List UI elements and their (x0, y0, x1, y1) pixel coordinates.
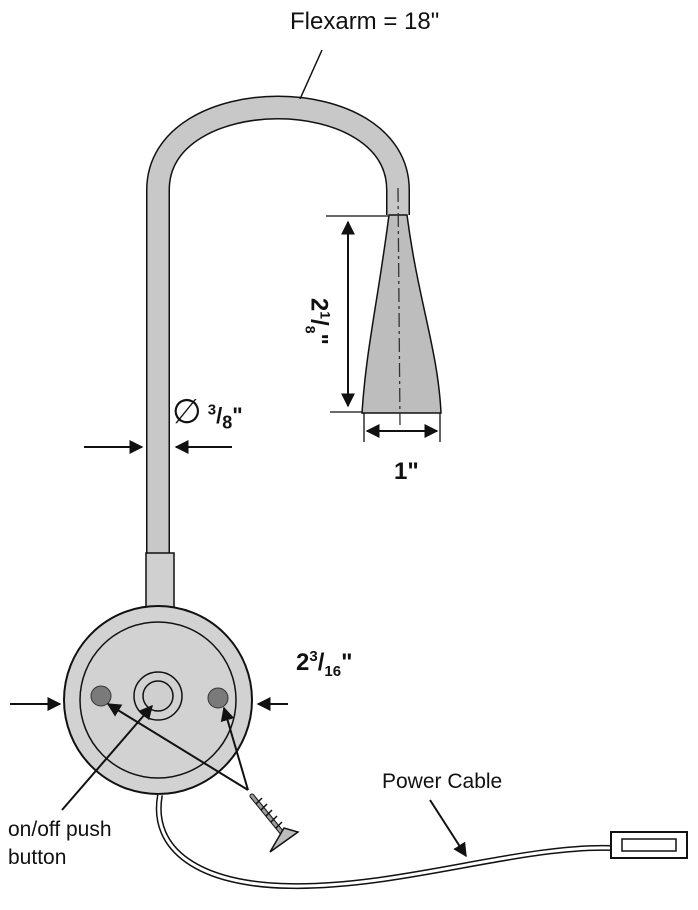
power-cable-label: Power Cable (382, 770, 503, 793)
arm-diameter-num: 3 (207, 401, 217, 419)
arm-diameter-label: ∅ 3/8" (172, 393, 243, 433)
switch-leader-to-button (61, 704, 153, 811)
flexarm-tube (146, 95, 410, 560)
arm-diameter-unit: " (232, 403, 243, 428)
flexarm-length-label: Flexarm = 18" (290, 8, 440, 35)
base-diameter-label: 23/16" (296, 648, 353, 680)
base-diameter-num: 3 (309, 648, 318, 665)
shade-height-label: 21/8" (302, 297, 334, 345)
base-diameter-whole: 2 (296, 649, 310, 676)
shade-height-num: 1 (317, 311, 334, 320)
shade-centerline (397, 187, 401, 426)
cable-plug-inner (621, 838, 677, 852)
base-diameter-den: 16 (324, 662, 342, 680)
screw-leader-right (220, 706, 249, 791)
switch-label-line2: button (8, 846, 67, 869)
diameter-symbol-icon: ∅ (172, 393, 202, 431)
arm-diameter-den: 8 (222, 412, 233, 433)
mounting-hole-left (90, 685, 112, 707)
switch-label-line1: on/off push (8, 818, 112, 841)
base-diameter-unit: " (341, 649, 353, 676)
shade-height-den: 8 (302, 325, 319, 334)
power-cable-leader (429, 799, 467, 858)
power-cable (155, 794, 613, 890)
flexarm-leader (299, 49, 323, 100)
screw-icon (249, 793, 300, 853)
flexarm-tube-fill (147, 97, 409, 560)
lamp-shade (361, 214, 442, 414)
shade-height-whole: 2 (305, 297, 333, 312)
shade-width-label: 1" (394, 458, 419, 485)
switch-ring-inner (142, 680, 174, 712)
mounting-hole-right (207, 687, 229, 709)
shade-height-unit: " (305, 333, 333, 345)
power-cable-core (157, 794, 613, 888)
screw-leader-left (106, 703, 249, 791)
